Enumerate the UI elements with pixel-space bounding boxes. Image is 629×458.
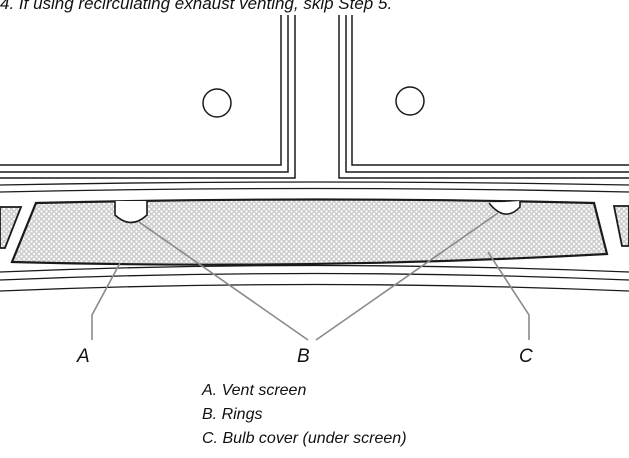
leader-c	[487, 251, 530, 340]
side-screen-right	[612, 205, 629, 247]
hood-panel-right	[338, 15, 629, 179]
callout-b: B	[297, 346, 310, 367]
legend: A. Vent screen B. Rings C. Bulb cover (u…	[201, 382, 407, 447]
ring-right	[488, 201, 521, 215]
fastener-left	[202, 88, 232, 118]
leader-b-left	[138, 221, 309, 341]
leader-a	[91, 262, 121, 340]
side-screen-left	[0, 206, 23, 249]
leader-b-right	[315, 212, 499, 341]
vent-screen	[10, 198, 609, 266]
fastener-right	[395, 86, 425, 116]
hood-trim	[0, 181, 629, 292]
instruction-text: 4. If using recirculating exhaust ventin…	[0, 0, 393, 13]
leader-lines	[91, 212, 530, 341]
legend-item-b: B. Rings	[202, 406, 262, 423]
callout-a: A	[76, 346, 90, 367]
callout-c: C	[519, 346, 533, 367]
legend-item-a: A. Vent screen	[201, 382, 306, 399]
hood-panel-left	[0, 15, 296, 179]
ring-left	[114, 201, 148, 224]
legend-item-c: C. Bulb cover (under screen)	[202, 430, 407, 447]
